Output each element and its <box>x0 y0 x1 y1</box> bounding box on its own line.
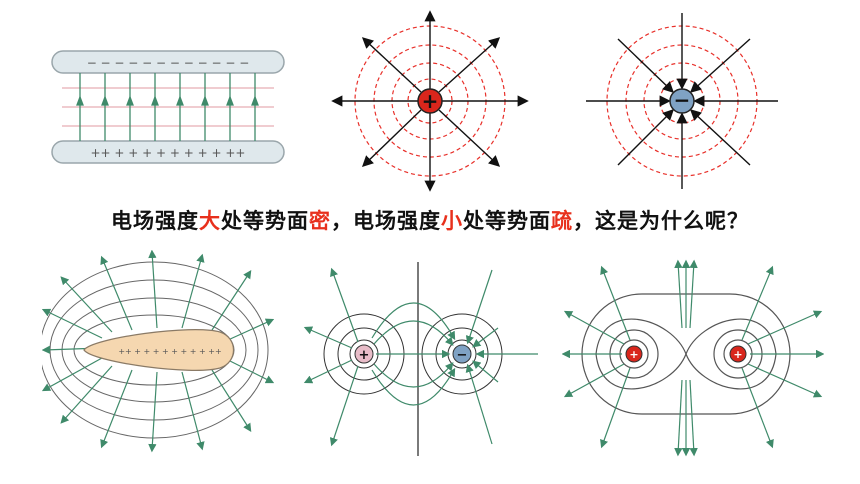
radial-field-lines <box>42 250 274 453</box>
negative-point-charge-diagram: − <box>586 13 778 189</box>
positive-charge <box>417 88 443 114</box>
positive-plate-signs: ++ + + + + + + + + ++ <box>91 146 246 160</box>
caption-highlight-large: 大 <box>199 208 221 233</box>
caption-text: ，这是为什么呢？ <box>573 208 749 233</box>
positive-plate <box>51 140 285 164</box>
positive-charge-symbol: + <box>422 89 439 113</box>
caption-text: ，电场强度 <box>331 208 441 233</box>
repulsive-field-lines <box>562 259 824 457</box>
caption-highlight-sparse: 疏 <box>551 208 573 233</box>
charged-conductor-field-diagram: ++ + + + + + + + + ++ <box>42 250 274 453</box>
question-caption: 电场强度大处等势面密，电场强度小处等势面疏，这是为什么呢？ <box>0 205 860 235</box>
negative-plate <box>51 50 285 74</box>
equipotential-lines <box>62 87 274 127</box>
negative-plate-signs: − − − − − − − − − − − − <box>87 56 250 70</box>
field-lines <box>76 73 259 141</box>
conductor-charges: ++ + + + + + + + + ++ <box>118 347 221 356</box>
positive-point-charge-diagram: + <box>331 10 529 192</box>
negative-charge <box>452 344 472 364</box>
dipole-field-lines <box>303 267 538 447</box>
positive-charge-symbol: + <box>359 348 370 363</box>
left-positive-charge <box>625 345 643 363</box>
caption-highlight-dense: 密 <box>309 208 331 233</box>
right-positive-charge <box>729 345 747 363</box>
right-charge-symbol: + <box>733 348 742 361</box>
outward-field-lines <box>331 10 529 192</box>
conductor-body <box>83 329 235 371</box>
like-charges-field-diagram: + + <box>562 259 824 457</box>
caption-highlight-small: 小 <box>441 208 463 233</box>
caption-text: 处等势面 <box>221 208 309 233</box>
caption-text: 处等势面 <box>463 208 551 233</box>
left-charge-symbol: + <box>629 348 638 361</box>
caption-text: 电场强度 <box>111 208 199 233</box>
negative-charge-symbol: − <box>457 348 468 363</box>
parallel-plate-field-diagram: − − − − − − − − − − − − ++ + + + + + + +… <box>51 50 285 164</box>
positive-charge <box>354 344 374 364</box>
negative-charge-symbol: − <box>674 88 691 112</box>
dipole-field-diagram: + − <box>303 262 538 456</box>
inward-field-lines <box>586 13 778 189</box>
negative-charge <box>669 88 695 114</box>
